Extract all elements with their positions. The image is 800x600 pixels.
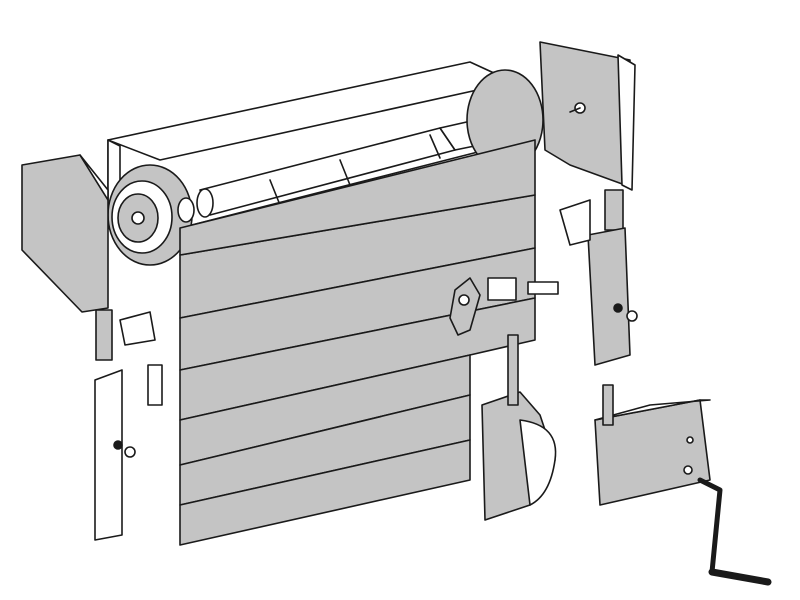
left-end-cap — [21, 154, 109, 313]
right-guide-rail — [559, 189, 638, 366]
left-guide-rail — [94, 309, 163, 541]
curtain-lock — [449, 277, 559, 336]
right-end-cap — [539, 41, 636, 191]
crank-gearbox — [594, 384, 772, 586]
left-pulley — [107, 164, 195, 266]
shutter-curtain — [179, 139, 536, 546]
strap-housing — [481, 334, 557, 521]
